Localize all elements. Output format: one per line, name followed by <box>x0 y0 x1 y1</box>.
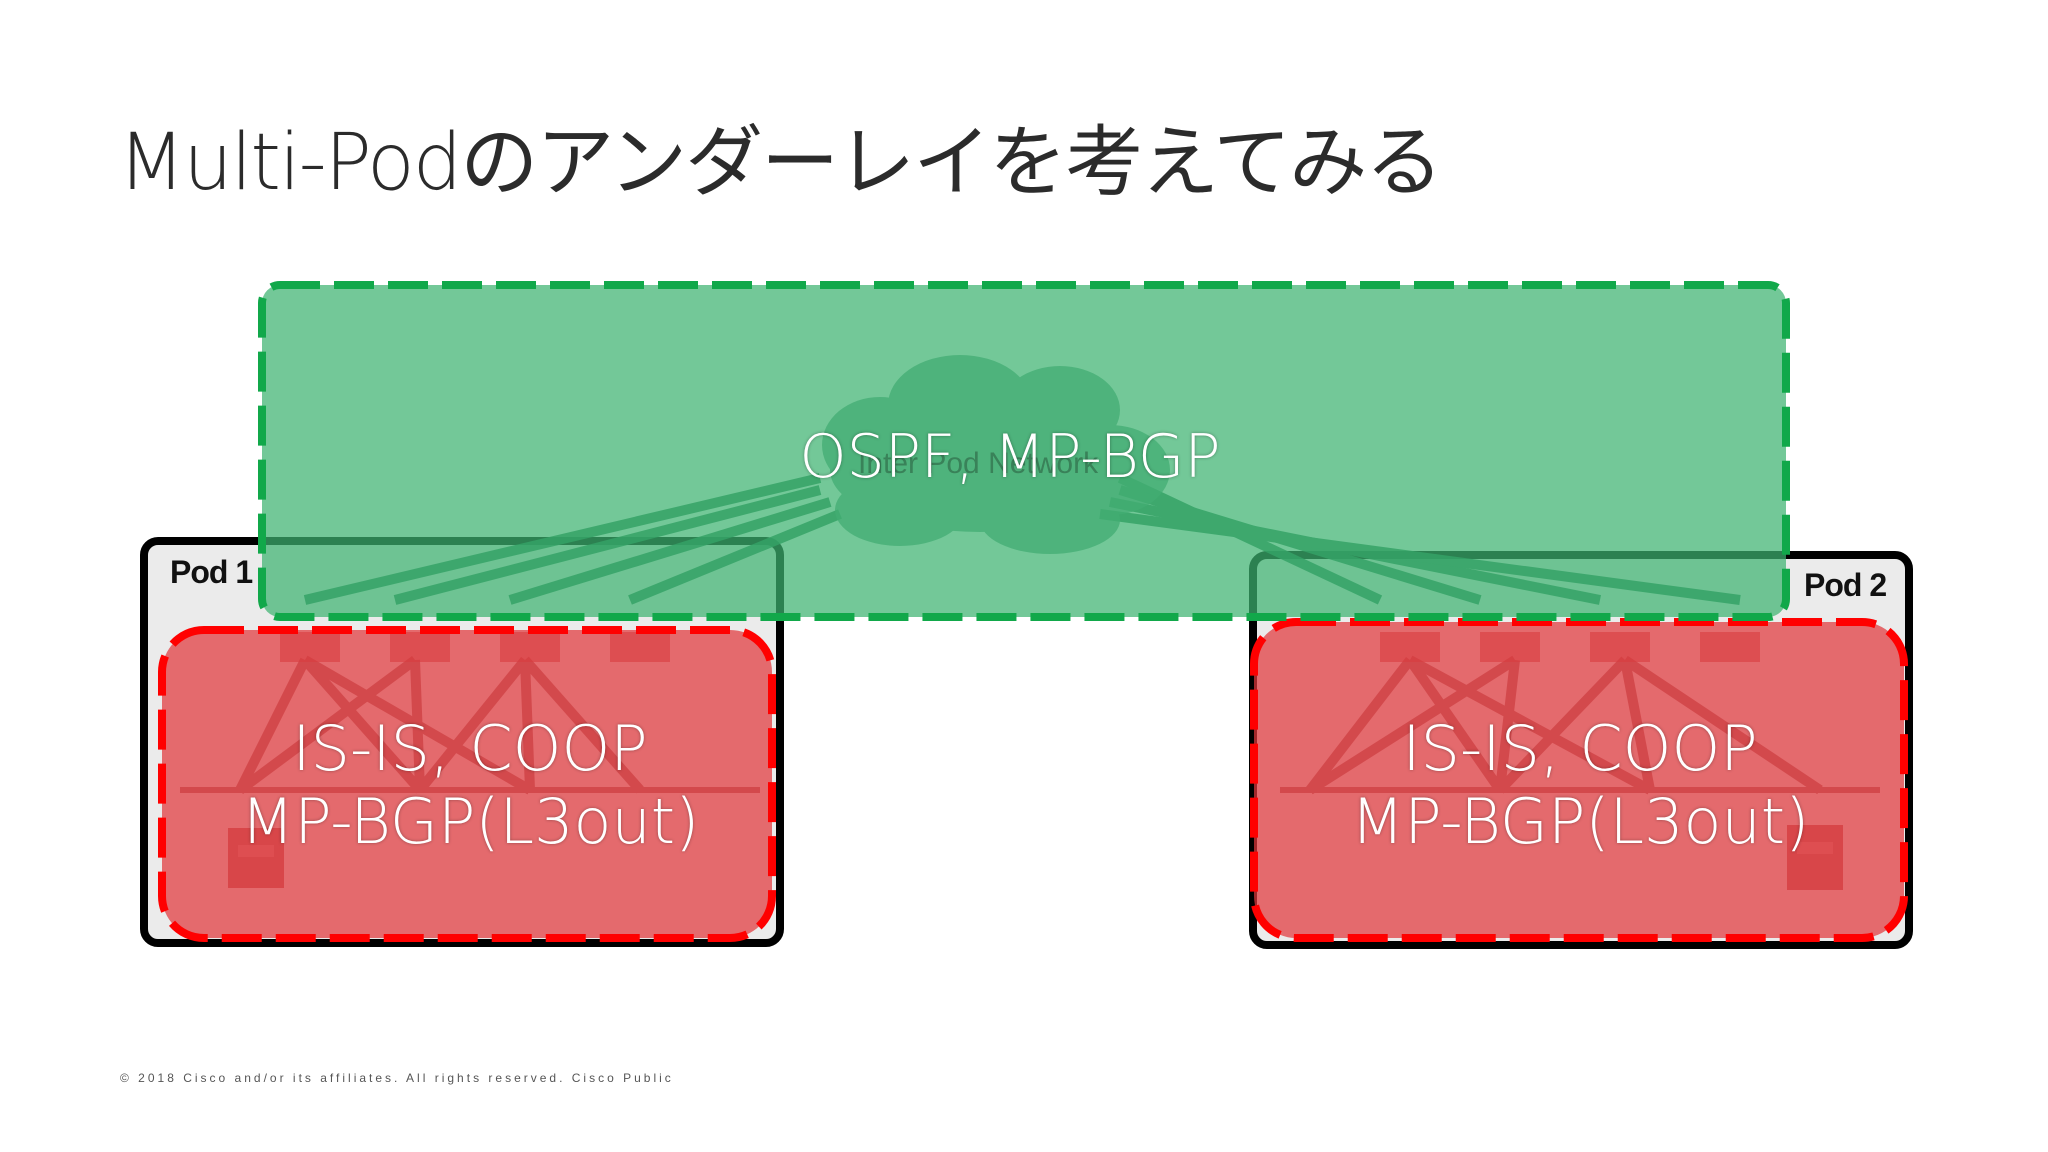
pod-2-protocols-line1: IS-IS, COOP <box>1402 712 1758 785</box>
pod-2-protocols-line2: MP-BGP(L3out) <box>1350 785 1810 858</box>
pod-2-underlay-region <box>1250 618 1908 942</box>
pod-2-label: Pod 2 <box>1804 567 1887 603</box>
pod-1-underlay-region <box>158 626 776 942</box>
pod-1-label: Pod 1 <box>170 554 253 590</box>
pod-1-protocols-line2: MP-BGP(L3out) <box>240 785 700 858</box>
copyright-footer: © 2018 Cisco and/or its affiliates. All … <box>120 1071 674 1085</box>
ipn-protocols: OSPF, MP-BGP <box>799 422 1221 492</box>
ipn-underlay-region <box>258 281 1790 621</box>
slide-title: Multi-Podのアンダーレイを考えてみる <box>118 118 1443 208</box>
pod-1-protocols-line1: IS-IS, COOP <box>292 712 648 785</box>
ipn-cloud-label: Inter Pod Network <box>858 447 1099 480</box>
